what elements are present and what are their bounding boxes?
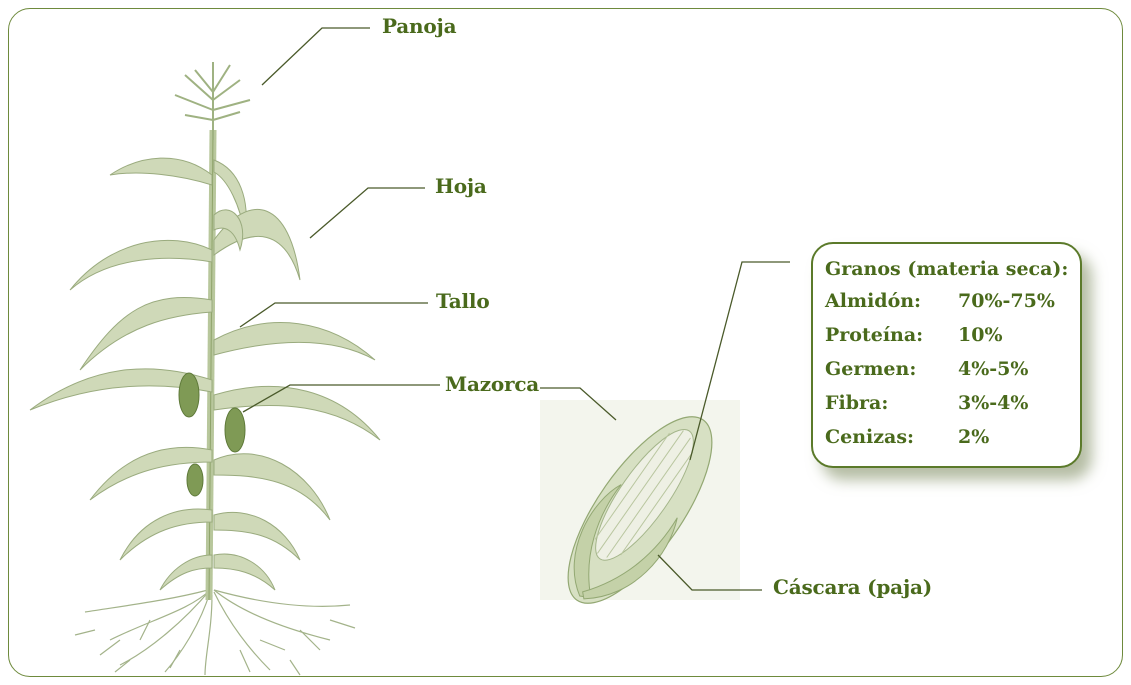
composition-value: 4%-5% bbox=[958, 358, 1028, 380]
composition-name: Fibra: bbox=[825, 392, 958, 414]
leader-panoja bbox=[262, 28, 370, 85]
composition-row: Germen:4%-5% bbox=[825, 358, 1028, 380]
grain-composition-title: Granos (materia seca): bbox=[825, 258, 1068, 280]
label-panoja: Panoja bbox=[382, 14, 456, 38]
composition-value: 10% bbox=[958, 324, 1003, 346]
label-hoja: Hoja bbox=[435, 174, 487, 198]
composition-name: Proteína: bbox=[825, 324, 958, 346]
roots bbox=[75, 590, 355, 675]
tassel bbox=[175, 62, 250, 140]
composition-row: Proteína:10% bbox=[825, 324, 1003, 346]
leader-hoja bbox=[310, 188, 425, 238]
label-cascara: Cáscara (paja) bbox=[773, 575, 932, 599]
composition-name: Cenizas: bbox=[825, 426, 958, 448]
label-mazorca: Mazorca bbox=[445, 372, 539, 396]
composition-value: 3%-4% bbox=[958, 392, 1028, 414]
composition-value: 70%-75% bbox=[958, 290, 1055, 312]
composition-name: Almidón: bbox=[825, 290, 958, 312]
composition-value: 2% bbox=[958, 426, 989, 448]
composition-name: Germen: bbox=[825, 358, 958, 380]
label-tallo: Tallo bbox=[436, 289, 489, 313]
composition-row: Cenizas:2% bbox=[825, 426, 989, 448]
composition-row: Fibra:3%-4% bbox=[825, 392, 1028, 414]
composition-row: Almidón:70%-75% bbox=[825, 290, 1055, 312]
grain-composition-box: Granos (materia seca): Almidón:70%-75% P… bbox=[811, 242, 1082, 468]
